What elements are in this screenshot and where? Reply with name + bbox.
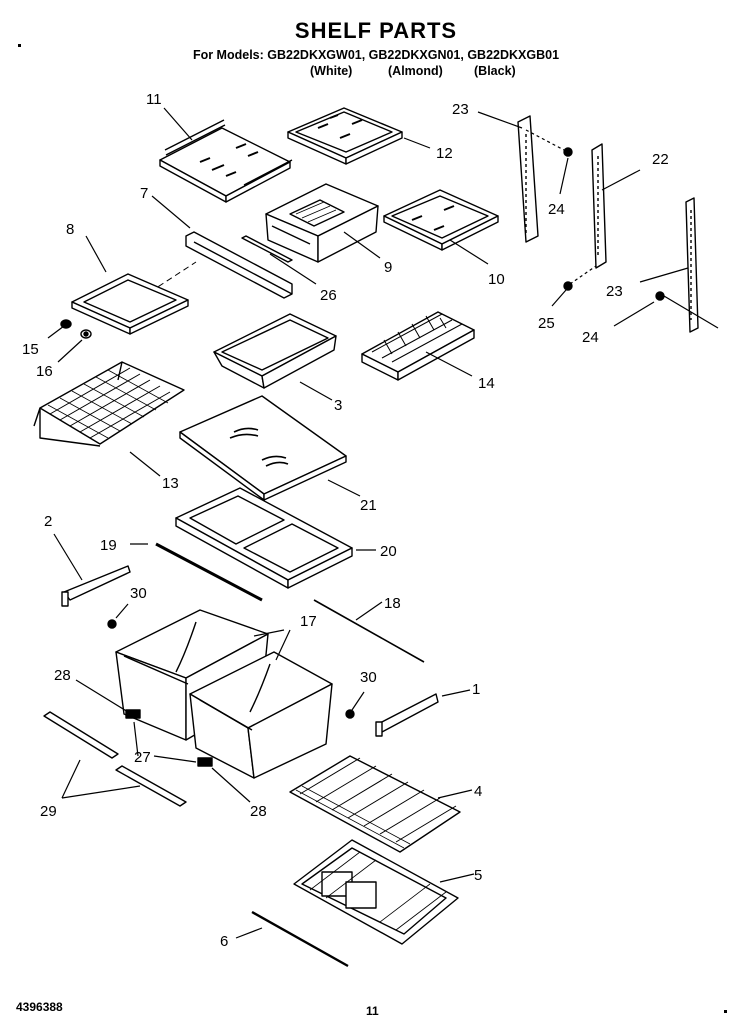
callout-27: 27 <box>134 749 151 766</box>
callout-16: 16 <box>36 363 53 380</box>
part-10-shelf <box>383 189 499 251</box>
callout-13: 13 <box>162 475 179 492</box>
callout-10: 10 <box>488 271 505 288</box>
part-30-screw-right <box>345 709 355 719</box>
callout-12: 12 <box>436 145 453 162</box>
callout-5: 5 <box>474 867 482 884</box>
callout-23-upper: 23 <box>452 101 469 118</box>
callout-1: 1 <box>472 681 480 698</box>
part-2-bracket <box>61 565 131 607</box>
callout-14: 14 <box>478 375 495 392</box>
corner-mark <box>18 44 21 47</box>
part-4-wire-shelf <box>289 755 461 853</box>
callout-24-lower: 24 <box>582 329 599 346</box>
part-14-egg-tray <box>361 311 475 381</box>
part-28-clip-lower <box>197 757 213 767</box>
part-6-rod <box>251 910 349 968</box>
part-23-rail-right <box>685 197 699 333</box>
part-19-rod <box>155 542 263 602</box>
model-numbers: For Models: GB22DKXGW01, GB22DKXGN01, GB… <box>192 48 560 62</box>
part-30-screw-left <box>107 619 117 629</box>
part-7-rail <box>185 231 293 299</box>
part-26-trim <box>241 235 293 263</box>
part-29-rod-upper <box>43 711 119 759</box>
color-black-label: (Black) <box>474 64 516 78</box>
callout-23-lower: 23 <box>606 283 623 300</box>
part-9-drawer <box>265 183 379 263</box>
color-white-label: (White) <box>310 64 353 78</box>
callout-7: 7 <box>140 185 148 202</box>
callout-15: 15 <box>22 341 39 358</box>
part-23-rail-left <box>517 115 539 243</box>
part-5-wire-basket <box>293 839 459 945</box>
part-12-shelf <box>287 107 403 165</box>
callout-6: 6 <box>220 933 228 950</box>
callout-25: 25 <box>538 315 555 332</box>
part-24-screw-lower <box>655 291 665 301</box>
part-16-screw <box>80 329 92 339</box>
callout-28-upper: 28 <box>54 667 71 684</box>
part-8-shelf <box>71 273 189 335</box>
callout-21: 21 <box>360 497 377 514</box>
part-28-clip-upper <box>125 709 141 719</box>
callout-28-lower: 28 <box>250 803 267 820</box>
part-29-rod-lower <box>115 765 187 807</box>
callout-2: 2 <box>44 513 52 530</box>
callout-3: 3 <box>334 397 342 414</box>
callout-11: 11 <box>146 91 162 108</box>
callout-19: 19 <box>100 537 117 554</box>
color-almond-label: (Almond) <box>388 64 443 78</box>
callout-22: 22 <box>652 151 669 168</box>
part-20-cover-frame <box>175 487 353 589</box>
page-title: SHELF PARTS <box>294 18 458 43</box>
callout-18: 18 <box>384 595 401 612</box>
callout-24-upper: 24 <box>548 201 565 218</box>
part-18-rod <box>313 599 425 663</box>
callout-9: 9 <box>384 259 392 276</box>
callout-29: 29 <box>40 803 57 820</box>
part-13-wire-shelf <box>33 361 185 447</box>
callout-4: 4 <box>474 783 482 800</box>
part-1-bracket <box>375 693 439 737</box>
callout-20: 20 <box>380 543 397 560</box>
page-number: 11 <box>366 1004 379 1018</box>
part-21-glass <box>179 395 347 501</box>
part-11-shelf <box>159 119 293 203</box>
part-22-rail <box>591 143 607 269</box>
part-24-screw-upper <box>563 147 573 157</box>
part-3-pan <box>213 313 337 389</box>
callout-30-lower: 30 <box>360 669 377 686</box>
part-17-crisper-right <box>189 651 333 779</box>
callout-8: 8 <box>66 221 74 238</box>
callout-30-upper: 30 <box>130 585 147 602</box>
leader-lines <box>47 107 719 939</box>
callout-17: 17 <box>300 613 317 630</box>
callout-26: 26 <box>320 287 337 304</box>
corner-mark <box>724 1010 727 1013</box>
document-number: 4396388 <box>16 1000 63 1014</box>
